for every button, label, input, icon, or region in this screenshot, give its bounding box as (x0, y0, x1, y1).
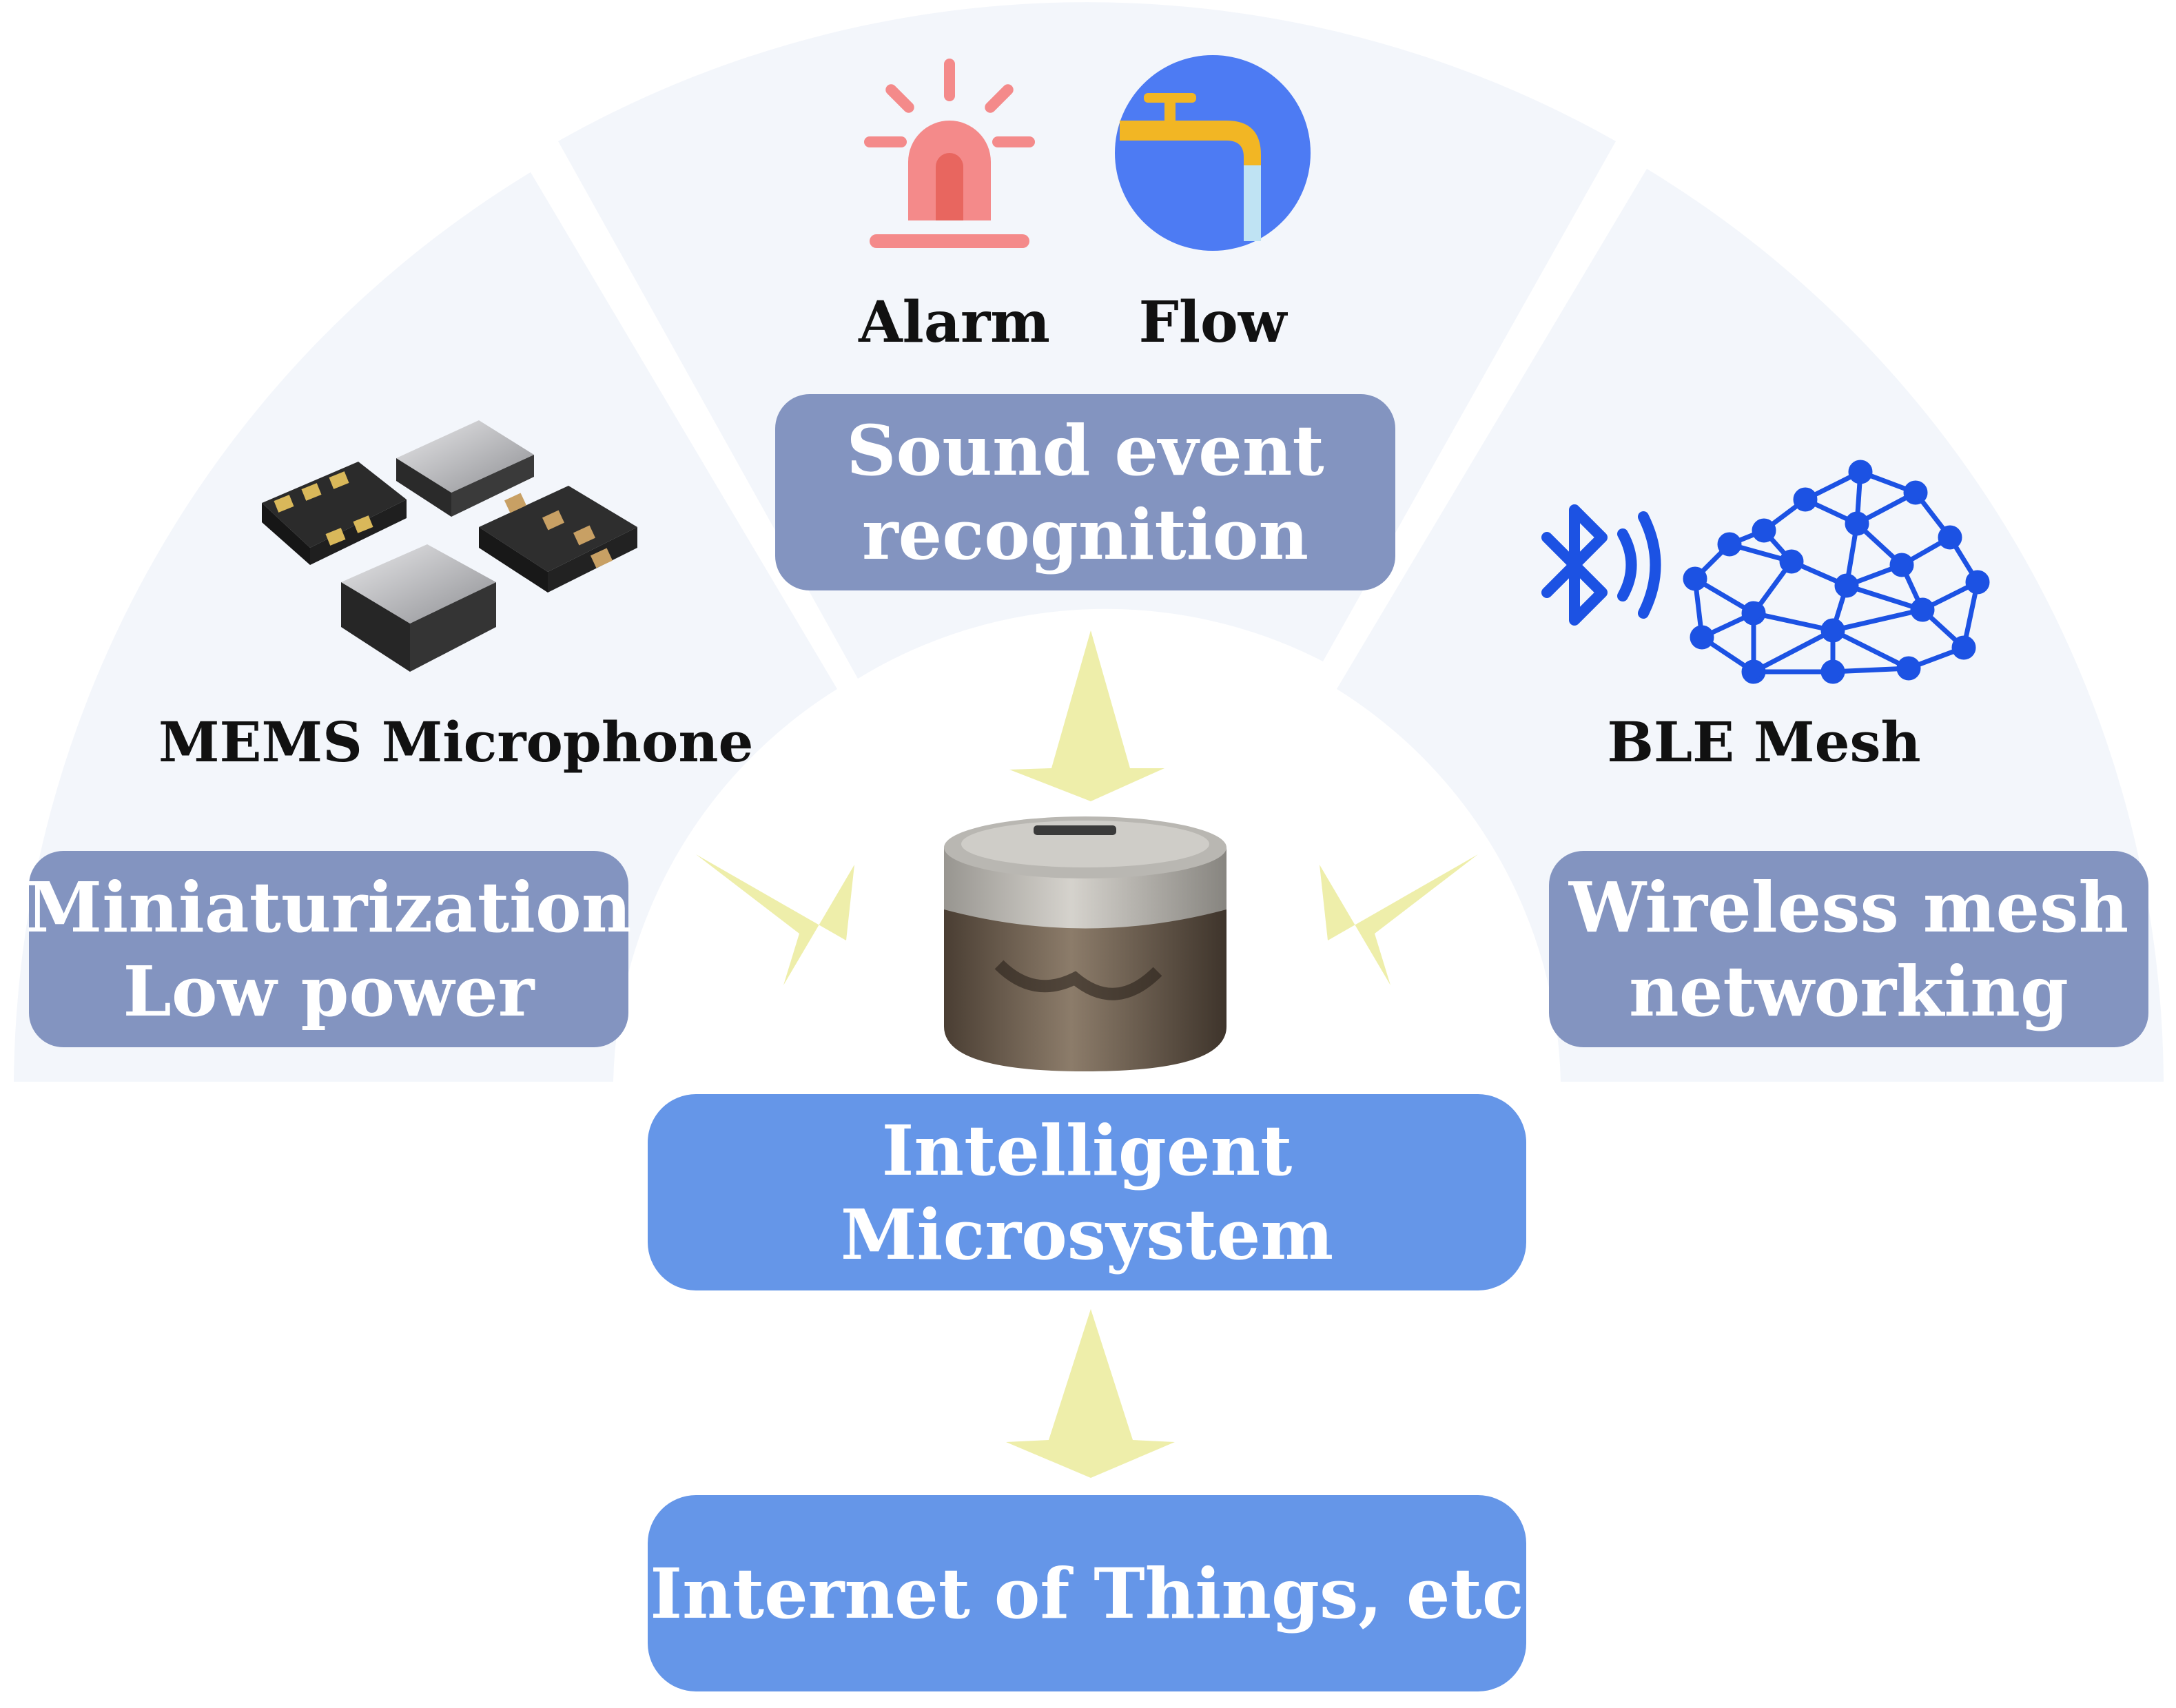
box-line: Sound event (846, 409, 1324, 491)
box-line: Miniaturization (25, 866, 632, 948)
miniaturization-box: Miniaturization Low power (26, 851, 631, 1047)
flow-label: Flow (1138, 289, 1287, 356)
ble-mesh-label: BLE Mesh (1607, 710, 1921, 774)
arrow-from-top (1009, 630, 1164, 801)
intelligent-microsystem-box: Intelligent Microsystem (648, 1094, 1526, 1290)
wireless-mesh-box: Wireless mesh networking (1549, 851, 2148, 1047)
mems-microphone-chips (262, 420, 637, 672)
arrows (696, 630, 1478, 1478)
box-title: Internet of Things, etc (650, 1552, 1524, 1634)
flow-faucet-icon (1115, 55, 1311, 251)
alarm-icon (864, 59, 1035, 248)
internet-of-things-box: Internet of Things, etc (648, 1495, 1526, 1691)
box-line: Wireless mesh (1568, 866, 2129, 948)
alarm-label: Alarm (859, 289, 1050, 356)
box-line: Low power (123, 950, 535, 1032)
microsystem-device-image (944, 816, 1226, 1071)
mems-microphone-label: MEMS Microphone (158, 710, 754, 774)
box-title: Intelligent Microsystem (840, 1109, 1334, 1275)
box-line: networking (1629, 950, 2069, 1032)
sound-event-recognition-box: Sound event recognition (775, 394, 1395, 590)
arrow-from-left (696, 854, 854, 985)
arrow-bidirectional (1006, 1309, 1175, 1478)
mesh-network-icon (1683, 460, 1990, 684)
arrow-from-right (1320, 854, 1478, 985)
bluetooth-icon (1541, 504, 1661, 626)
box-line: recognition (861, 493, 1309, 575)
